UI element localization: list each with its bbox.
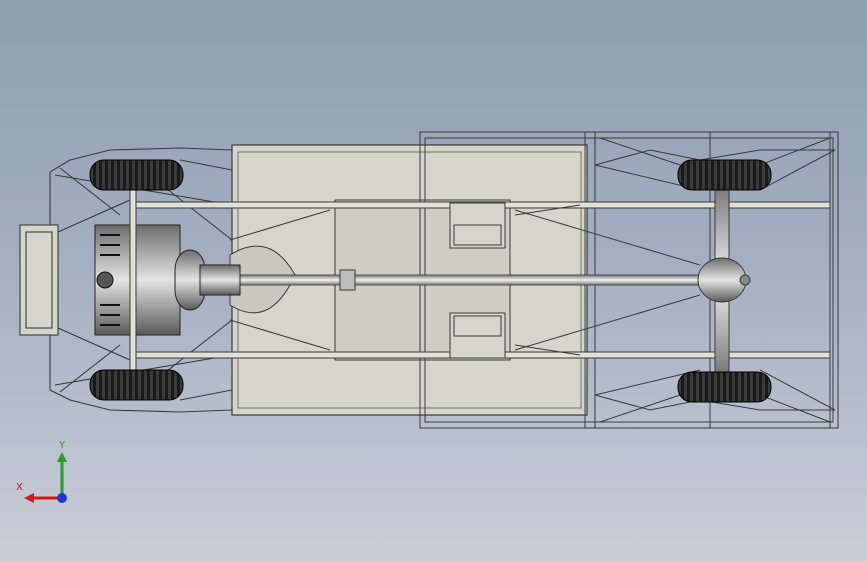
wheel-rear-left[interactable]: [677, 159, 772, 191]
rear-axle[interactable]: [697, 184, 751, 376]
wheel-rear-right[interactable]: [677, 371, 772, 403]
x-axis-label: X: [16, 482, 23, 493]
front-axle[interactable]: [129, 184, 137, 376]
y-axis-label: Y: [59, 440, 66, 451]
wheel-front-left[interactable]: [89, 159, 184, 191]
coordinate-triad: X Y: [14, 440, 74, 510]
engine-block[interactable]: [94, 224, 241, 336]
wheel-front-right[interactable]: [89, 369, 184, 401]
seat-right[interactable]: [449, 312, 506, 359]
seat-left[interactable]: [449, 202, 506, 249]
triad-axes-icon: [24, 452, 67, 503]
